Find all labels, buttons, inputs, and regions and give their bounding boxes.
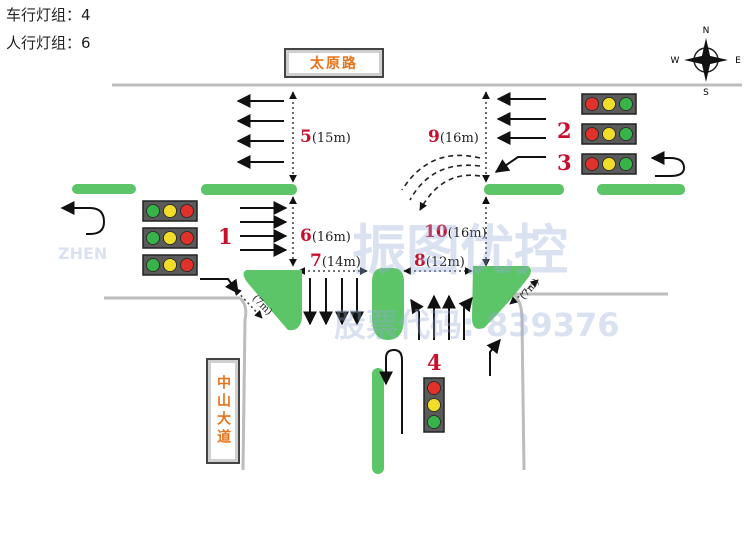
watermark-brand-latin: ZHEN <box>58 244 108 263</box>
signal-group-label-4: 4 <box>427 350 442 375</box>
signal-lamp-yellow <box>163 258 177 272</box>
signal-lamp-yellow <box>427 398 441 412</box>
signal-lamp-yellow <box>163 231 177 245</box>
compass-w: W <box>671 56 680 66</box>
crosswalk-label-7: 7(14m) <box>310 251 361 271</box>
crosswalk-label-10: 10(16m) <box>424 222 487 242</box>
compass-n: N <box>703 26 710 36</box>
signal-lamp-red <box>585 157 599 171</box>
signal-group-4 <box>423 377 445 433</box>
signal-group-3 <box>581 153 637 175</box>
island-east-left <box>484 184 564 195</box>
island-east-right <box>597 184 685 195</box>
signal-group-1 <box>142 200 198 276</box>
traffic-islands <box>72 184 685 474</box>
crosswalk-label-5: 5(15m) <box>300 127 351 147</box>
signal-lamp-red <box>585 127 599 141</box>
signal-lamp-yellow <box>163 204 177 218</box>
signal-lamp-yellow <box>602 127 616 141</box>
crosswalk-label-9: 9(16m) <box>428 127 479 147</box>
compass-s: S <box>703 88 709 98</box>
signal-group-label-1: 1 <box>218 224 233 249</box>
signal-group-label-3: 3 <box>557 150 572 175</box>
street-sign-top: 太原路 <box>284 48 384 78</box>
street-sign-bottom: 中山大道 <box>206 358 240 464</box>
crosswalk-label-6: 6(16m) <box>300 226 351 246</box>
island-center <box>372 268 404 340</box>
signal-lamp-red <box>585 97 599 111</box>
signal-lamp-green <box>619 157 633 171</box>
signal-lamp-yellow <box>602 157 616 171</box>
signal-lamp-green <box>146 231 160 245</box>
watermark-brand: 振图优控 <box>352 219 568 282</box>
signal-lamp-yellow <box>602 97 616 111</box>
signal-group-2 <box>581 93 637 145</box>
turn-trajectories <box>401 154 481 211</box>
signal-lamp-green <box>146 204 160 218</box>
island-west-median <box>72 184 136 194</box>
signal-lamp-red <box>180 258 194 272</box>
signal-lamp-red <box>180 204 194 218</box>
signal-lamp-green <box>427 415 441 429</box>
island-west-left <box>201 184 297 195</box>
lane-arrows <box>200 92 546 376</box>
u-turn-arrows <box>60 151 686 434</box>
signal-lamp-red <box>180 231 194 245</box>
signal-group-label-2: 2 <box>557 118 572 143</box>
compass-e: E <box>735 56 741 66</box>
compass-rose-icon: N S E W <box>671 26 742 98</box>
signal-lamp-green <box>146 258 160 272</box>
signal-lamp-red <box>427 381 441 395</box>
vehicle-signal-group-count: 车行灯组：4 <box>6 6 91 24</box>
island-nw-corner <box>243 270 302 331</box>
signal-lamp-green <box>619 97 633 111</box>
island-south-median <box>372 368 384 474</box>
signal-lamp-green <box>619 127 633 141</box>
watermark-code: 股票代码: 839376 <box>334 306 620 344</box>
crosswalk-label-8: 8(12m) <box>414 251 465 271</box>
island-ne-corner <box>472 266 531 329</box>
pedestrian-signal-group-count: 人行灯组：6 <box>6 34 91 52</box>
